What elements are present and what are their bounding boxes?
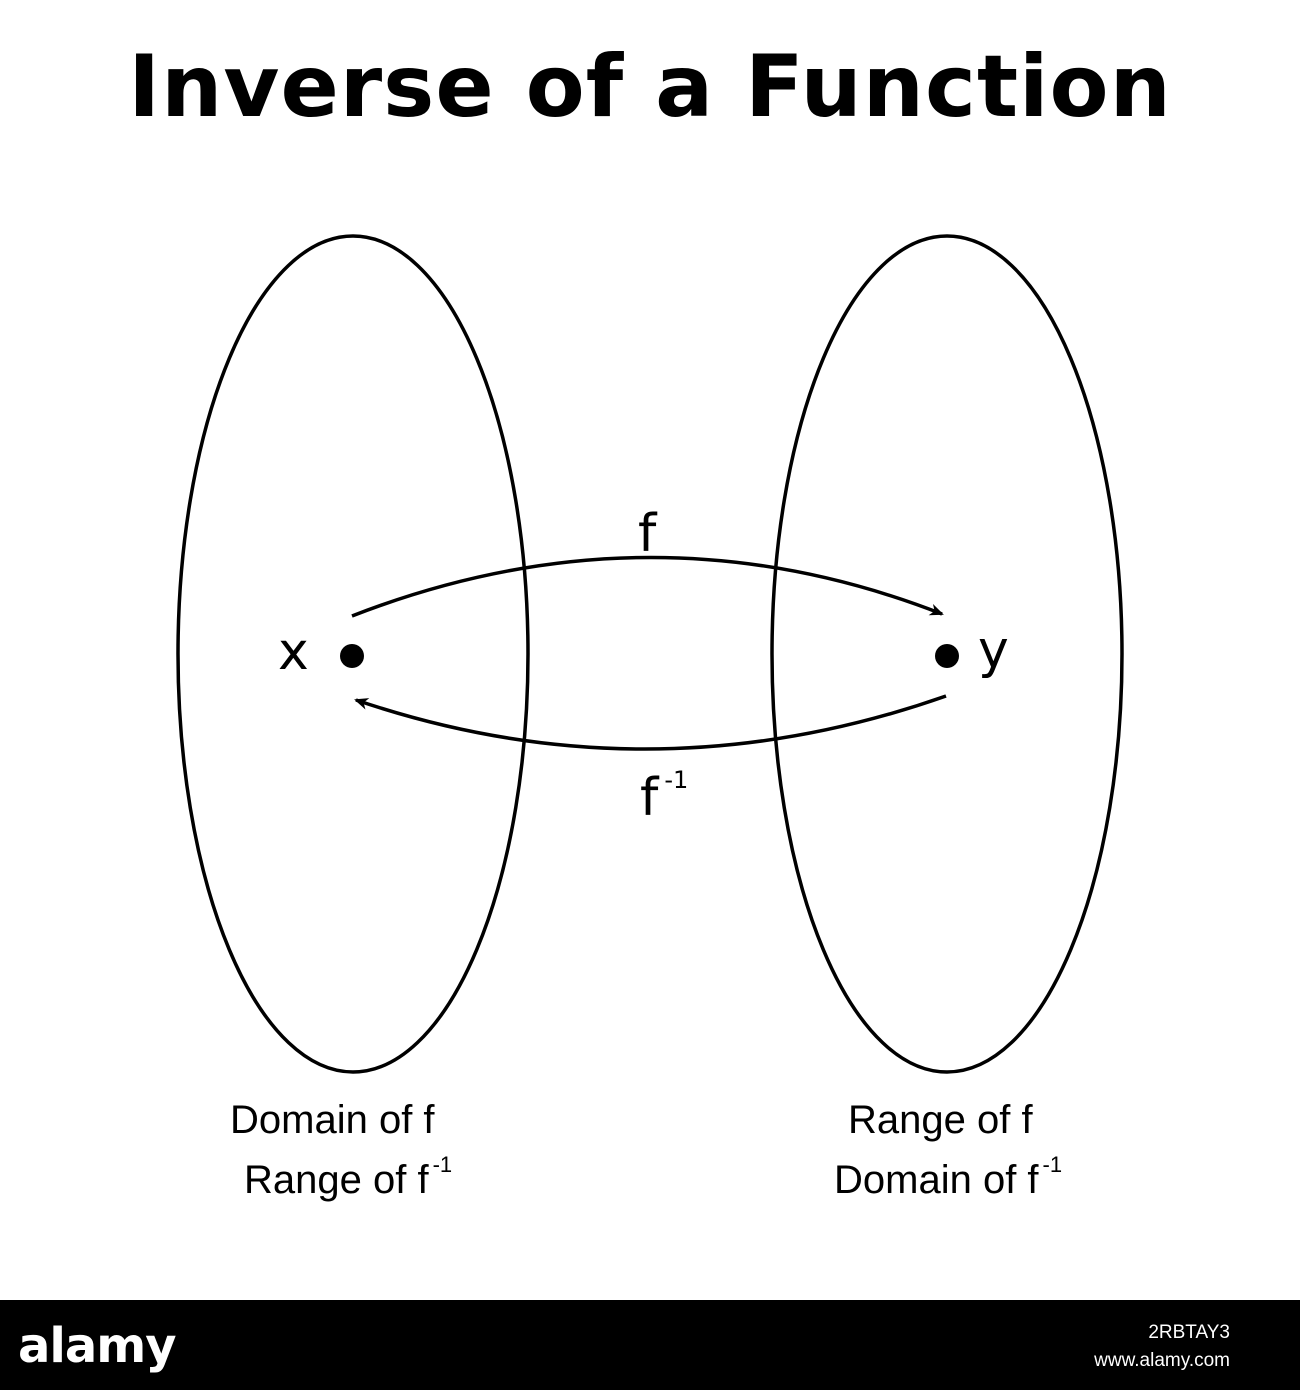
right-set-line2: Domain of f-1 <box>834 1154 1062 1202</box>
site-url: www.alamy.com <box>1094 1350 1230 1371</box>
f-inverse-base: f <box>640 768 659 828</box>
y-point <box>935 644 959 668</box>
watermark-footer: alamy 2RBTAY3 www.alamy.com <box>0 1300 1300 1390</box>
image-code: 2RBTAY3 <box>1148 1322 1230 1343</box>
f-inverse-label: f-1 <box>640 768 688 824</box>
f-label: f <box>638 504 657 564</box>
left-set-line2: Range of f-1 <box>244 1154 452 1202</box>
f-arrow <box>351 555 944 618</box>
left-set-line2-base: Range of f <box>244 1158 429 1202</box>
left-set-line1: Domain of f <box>230 1098 435 1142</box>
x-point <box>340 644 364 668</box>
alamy-logo: alamy <box>18 1318 177 1374</box>
f-inverse-sup: -1 <box>664 766 689 794</box>
right-set-line2-sup: -1 <box>1042 1152 1063 1177</box>
function-mapping-diagram <box>176 234 1124 1074</box>
y-label: y <box>978 620 1009 680</box>
right-set-line1: Range of f <box>848 1098 1033 1142</box>
left-set-line2-sup: -1 <box>432 1152 453 1177</box>
domain-ellipse <box>176 234 530 1074</box>
x-label: x <box>278 622 309 682</box>
right-set-line2-base: Domain of f <box>834 1158 1039 1202</box>
f-inverse-arrow <box>354 694 947 751</box>
range-ellipse <box>770 234 1124 1074</box>
diagram-title: Inverse of a Function <box>128 37 1172 137</box>
